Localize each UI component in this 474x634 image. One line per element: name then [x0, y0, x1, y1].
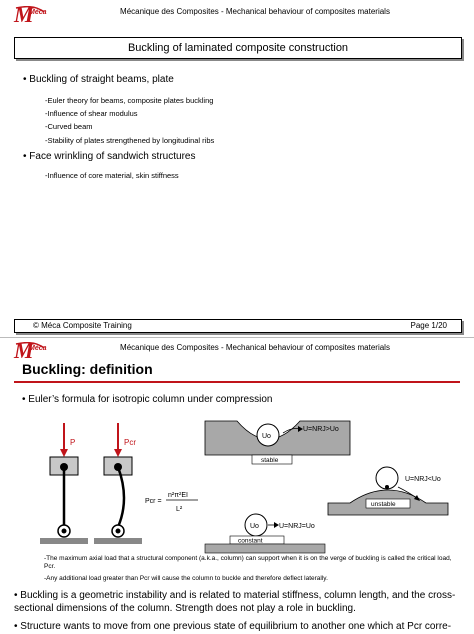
euler-formula: Pcr = n²π²EI L²: [145, 492, 198, 513]
slide-title: Buckling: definition: [22, 361, 153, 377]
bullet-equilibrium-text: Structure wants to move from one previou…: [20, 621, 452, 632]
sub-item: -Influence of shear modulus: [45, 109, 138, 118]
load-p-label: P: [70, 438, 75, 447]
slide-title: Buckling of laminated composite construc…: [14, 37, 462, 59]
bullet-2: • Face wrinkling of sandwich structures: [23, 151, 196, 162]
sub-item: -Curved beam: [45, 122, 93, 131]
sub-item: -Influence of core material, skin stiffn…: [45, 171, 179, 180]
bullet-2-text: Face wrinkling of sandwich structures: [29, 151, 196, 162]
sub-item: -Euler theory for beams, composite plate…: [45, 96, 214, 105]
title-underline: [14, 381, 460, 383]
formula-denominator: L²: [176, 506, 183, 513]
slide-separator: [0, 337, 474, 338]
unstable-state: unstable U=NRJ<Uo: [327, 466, 449, 516]
formula-lhs: Pcr =: [145, 498, 162, 505]
meca-logo: M Méca: [14, 338, 47, 363]
stable-label: stable: [261, 457, 279, 464]
logo-mark: [15, 341, 45, 349]
bullet-geometric-instability-text: Buckling is a geometric instability and …: [14, 590, 456, 614]
running-header: Mécanique des Composites - Mechanical be…: [120, 343, 390, 352]
note-critical-load: -The maximum axial load that a structura…: [44, 555, 452, 570]
logo-text: Méca: [29, 345, 47, 352]
bullet-geometric-instability: • Buckling is a geometric instability an…: [14, 590, 456, 614]
stable-uo: Uo: [262, 433, 271, 440]
bullet-equilibrium: • Structure wants to move from one previ…: [14, 621, 452, 632]
load-pcr-label: Pcr: [124, 438, 136, 447]
bullet-1-text: Buckling of straight beams, plate: [29, 74, 174, 85]
bullet-euler: • Euler’s formula for isotropic column u…: [22, 394, 273, 405]
copyright: © Méca Composite Training: [33, 321, 132, 330]
unstable-eq: U=NRJ<Uo: [405, 476, 441, 483]
unstable-label: unstable: [371, 501, 396, 508]
stable-eq: U=NRJ>Uo: [303, 426, 339, 433]
slide-footer: © Méca Composite Training Page 1/20: [14, 319, 462, 333]
constant-eq: U=NRJ=Uo: [279, 523, 315, 530]
logo-mark: [15, 5, 45, 13]
column-p: P: [40, 423, 88, 544]
bullet-1: • Buckling of straight beams, plate: [23, 74, 174, 85]
constant-label: constant: [238, 538, 263, 545]
page-number: Page 1/20: [410, 321, 447, 330]
sub-item: -Stability of plates strengthened by lon…: [45, 136, 215, 145]
running-header: Mécanique des Composites - Mechanical be…: [120, 7, 390, 16]
buckling-diagram: P Pcr Pcr = n²π²EI L²: [40, 420, 449, 554]
stable-state: Uo stable U=NRJ>Uo: [204, 420, 351, 465]
bullet-euler-text: Euler’s formula for isotropic column und…: [28, 394, 273, 405]
meca-logo: M Méca: [14, 2, 47, 27]
formula-numerator: n²π²EI: [168, 492, 188, 499]
constant-state: Uo constant U=NRJ=Uo: [204, 513, 326, 554]
note-additional-load: -Any additional load greater than Pcr wi…: [44, 575, 328, 582]
logo-text: Méca: [29, 9, 47, 16]
constant-uo: Uo: [250, 523, 259, 530]
column-pcr: Pcr: [94, 423, 142, 544]
